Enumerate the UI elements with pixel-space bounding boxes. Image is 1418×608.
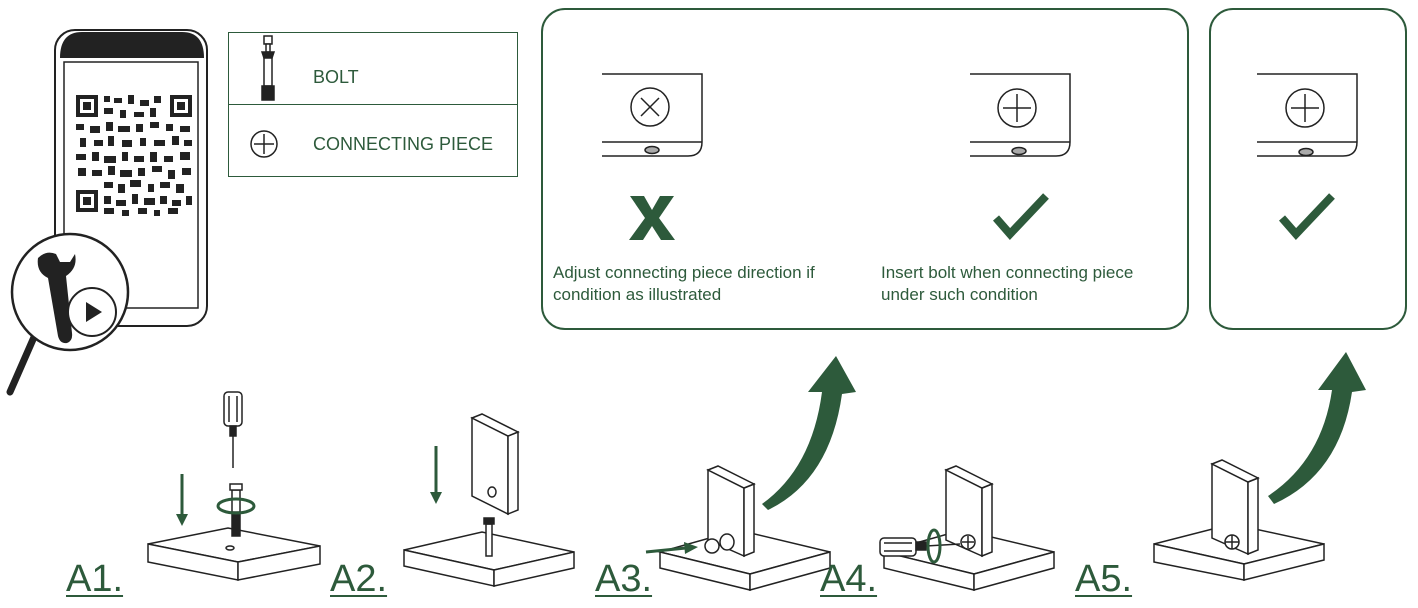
cross-mark-icon (629, 196, 675, 240)
connecting-piece-label: CONNECTING PIECE (313, 134, 494, 154)
step-a3-illustration (657, 465, 831, 591)
board-detail-wrong (602, 73, 703, 157)
curved-arrow-icon (762, 356, 856, 510)
step-a5-illustration (1153, 459, 1325, 581)
bolt-icon (260, 35, 276, 101)
board-detail-final (1257, 73, 1358, 157)
step-label-a3: A3. (595, 558, 653, 600)
step-label-a4: A4. (820, 558, 878, 600)
wrench-icon (37, 252, 76, 344)
rotation-arrow-icon (216, 497, 256, 515)
screwdriver-icon (223, 391, 243, 468)
step-label-a1: A1. (66, 558, 124, 600)
final-check-panel (1209, 8, 1407, 330)
step-a1-illustration (147, 483, 321, 581)
step-label-a5: A5. (1075, 558, 1133, 600)
connecting-piece-icon (250, 130, 278, 158)
right-caption: Insert bolt when connecting piece under … (881, 263, 1134, 304)
rotation-arrow-icon (926, 528, 942, 564)
curved-arrow-icon (1268, 352, 1366, 504)
bolt-label: BOLT (313, 67, 359, 87)
board-detail-right (970, 73, 1071, 157)
legend-divider (229, 104, 517, 105)
parts-legend: BOLT CONNECTING PIECE (228, 32, 518, 177)
step-label-a2: A2. (330, 558, 388, 600)
check-mark-icon (992, 193, 1049, 240)
right-arrow-icon (645, 546, 687, 554)
orientation-check-panel (541, 8, 1189, 330)
right-arrow-head (684, 542, 698, 554)
step-a4-illustration (881, 465, 1055, 591)
play-icon (67, 287, 117, 337)
down-arrow-head (176, 514, 188, 526)
screwdriver-icon (879, 537, 961, 557)
check-mark-icon (1278, 193, 1335, 240)
wrong-caption: Adjust connecting piece direction if con… (553, 263, 815, 304)
qr-code-icon (76, 95, 192, 216)
step-a2-illustration (403, 413, 575, 587)
down-arrow-head (430, 492, 442, 504)
